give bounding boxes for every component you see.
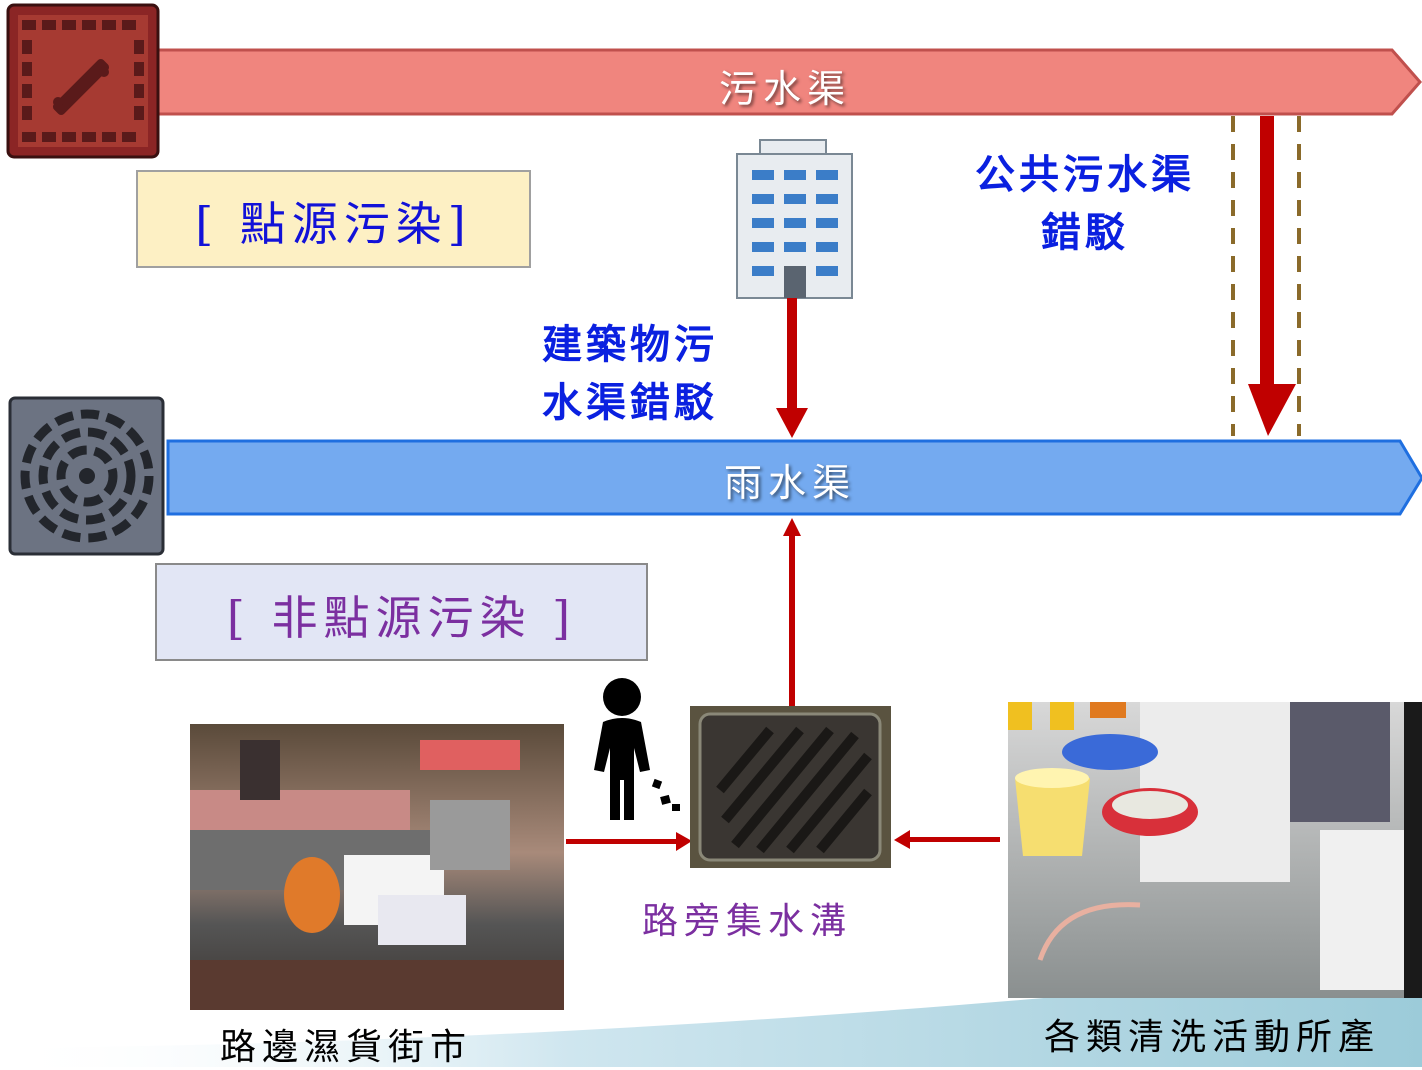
cleaning-photo bbox=[1008, 702, 1422, 998]
wet-market-photo bbox=[190, 724, 564, 1010]
person-littering-icon bbox=[594, 678, 680, 820]
gully-to-drain-arrow bbox=[783, 518, 801, 710]
building-misconnection-arrow bbox=[776, 298, 808, 438]
gully-grate-photo bbox=[690, 706, 891, 868]
building-icon bbox=[736, 139, 853, 299]
storm-drain-grate-icon bbox=[8, 396, 165, 556]
bottom-wave bbox=[0, 960, 1422, 1067]
non-point-source-box bbox=[155, 563, 648, 661]
point-source-box bbox=[136, 170, 531, 268]
building-misconnection-line2: 水渠錯駁 bbox=[542, 379, 718, 426]
roadside-gully-caption: 路旁集水溝 bbox=[642, 901, 853, 942]
non-point-source-label: [ 非點源污染 ] bbox=[226, 591, 577, 645]
public-misconnection-caption: 公共污水渠 錯駁 bbox=[940, 146, 1230, 262]
wet-market-caption: 路邊濕貨街市 bbox=[220, 1027, 473, 1068]
storm-drain-label: 雨水渠 bbox=[723, 461, 856, 505]
market-to-gully-arrow bbox=[566, 832, 692, 851]
cleaning-to-gully-arrow bbox=[894, 830, 1000, 849]
public-misconnection-line1: 公共污水渠 bbox=[975, 151, 1195, 198]
building-misconnection-line1: 建築物污 bbox=[542, 321, 718, 368]
sewer-manhole-icon bbox=[6, 3, 160, 159]
sewer-label: 污水渠 bbox=[718, 67, 851, 111]
cleaning-caption: 各類清洗活動所產 bbox=[1044, 1017, 1381, 1058]
public-misconnection-arrow bbox=[1231, 116, 1301, 436]
building-misconnection-caption: 建築物污 水渠錯駁 bbox=[510, 316, 750, 432]
point-source-label: [ 點源污染] bbox=[195, 197, 472, 251]
storm-drain-pipe bbox=[166, 439, 1422, 516]
public-misconnection-line2: 錯駁 bbox=[1041, 209, 1129, 256]
